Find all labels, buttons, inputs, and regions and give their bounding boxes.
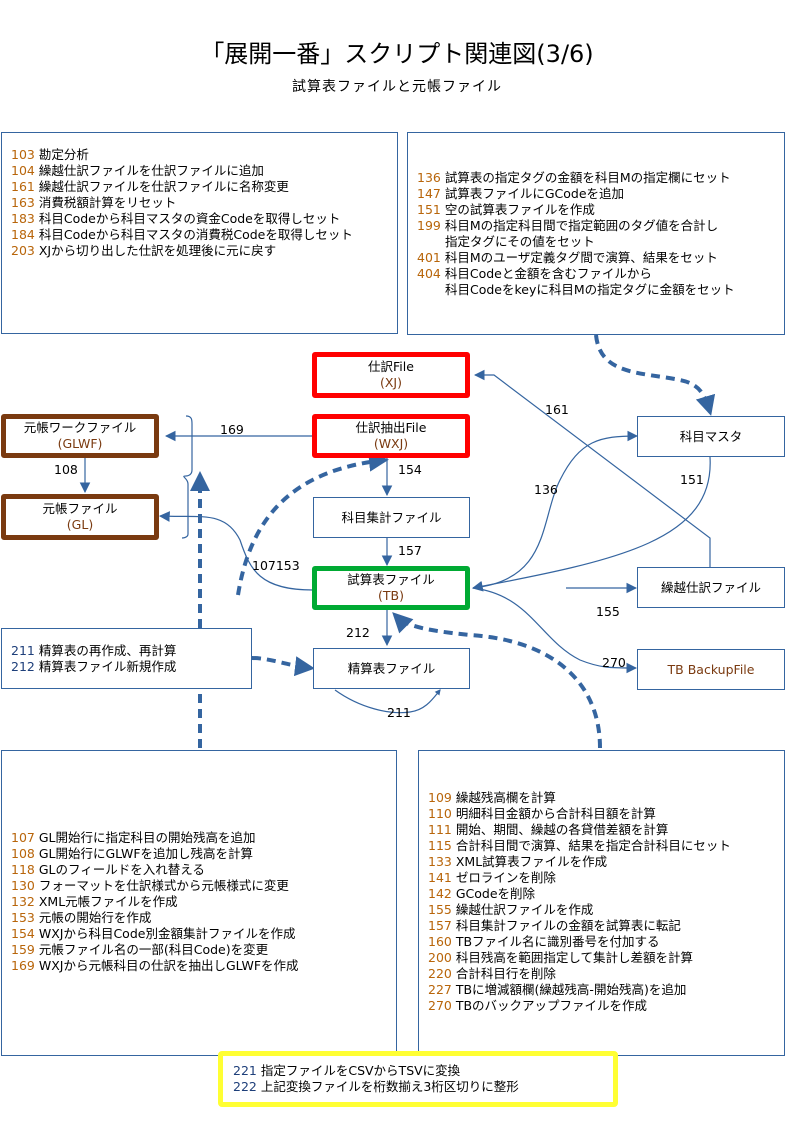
edge-label-108: 108 [54,462,78,477]
node-glwf[interactable]: 元帳ワークファイル (GLWF) [1,414,159,458]
edge-label-169: 169 [220,422,244,437]
list-item: 184 科目Codeから科目マスタの消費税Codeを取得しセット [11,227,353,242]
dashed-edge-seisan [251,656,315,677]
list-item: 212 精算表ファイル新規作成 [11,659,177,674]
list-item: 159 元帳ファイル名の一部(科目Code)を変更 [11,942,269,957]
node-wxj-code: (WXJ) [373,436,409,451]
edge-136 [472,430,639,589]
list-item: 147 試算表ファイルにGCodeを追加 [417,186,625,201]
list-item: 132 XML元帳ファイルを作成 [11,894,178,909]
dashed-edge-master [594,334,716,416]
node-gl-name: 元帳ファイル [42,501,118,516]
node-tb-name: 試算表ファイル [347,572,435,587]
dashed-edge-tb [392,612,602,749]
edge-label-154: 154 [398,462,422,477]
list-item: 169 WXJから元帳科目の仕訳を抽出しGLWFを作成 [11,958,299,973]
list-item: 133 XML試算表ファイルを作成 [428,854,608,869]
node-tb[interactable]: 試算表ファイル (TB) [312,566,470,610]
node-wxj-name: 仕訳抽出File [355,420,427,435]
list-item: 107 GL開始行に指定科目の開始残高を追加 [11,830,256,845]
list-item: 109 繰越残高欄を計算 [428,790,556,805]
edge-151 [471,456,711,592]
list-item: 151 空の試算表ファイルを作成 [417,202,595,217]
list-item: 183 科目Codeから科目マスタの資金Codeを取得しセット [11,211,341,226]
list-item: 401 科目Mのユーザ定義タグ間で演算、結果をセット [417,250,718,265]
node-tb-code: (TB) [378,588,404,603]
list-item: 115 合計科目間で演算、結果を指定合計科目にセット [428,838,731,853]
panel-top-right: 136 試算表の指定タグの金額を科目Mの指定欄にセット 147 試算表ファイルに… [407,132,785,335]
list-item: 161 繰越仕訳ファイルを仕訳ファイルに名称変更 [11,179,289,194]
list-item: 指定タグにその値をセット [445,234,595,249]
list-item: 155 繰越仕訳ファイルを作成 [428,902,594,917]
list-item: 199 科目Mの指定科目間で指定範囲のタグ値を合計し [417,218,719,233]
edge-211 [334,689,441,714]
list-item: 154 WXJから科目Code別金額集計ファイルを作成 [11,926,296,941]
list-item: 130 フォーマットを仕訳様式から元帳様式に変更 [11,878,289,893]
list-item: 227 TBに増減額欄(繰越残高-開始残高)を追加 [428,982,687,997]
list-item: 222 上記変換ファイルを桁数揃え3桁区切りに整形 [233,1079,519,1094]
list-item: 153 元帳の開始行を作成 [11,910,152,925]
list-item: 163 消費税額計算をリセット [11,195,177,210]
edge-label-161: 161 [545,402,569,417]
list-item: 221 指定ファイルをCSVからTSVに変換 [233,1063,461,1078]
edge-label-151: 151 [680,472,704,487]
list-item: 118 GLのフィールドを入れ替える [11,862,205,877]
list-item: 404 科目Codeと金額を含むファイルから [417,266,652,281]
node-gl-code: (GL) [66,517,94,532]
node-kamoku-shukei[interactable]: 科目集計ファイル [313,497,470,538]
panel-bottom-left: 107 GL開始行に指定科目の開始残高を追加 108 GL開始行にGLWFを追加… [1,750,397,1056]
list-item: 110 明細科目金額から合計科目額を計算 [428,806,656,821]
node-kamoku-shukei-name: 科目集計ファイル [341,509,442,525]
list-item: 111 開始、期間、繰越の各貸借差額を計算 [428,822,669,837]
node-tb-backup[interactable]: TB BackupFile [637,649,785,690]
list-item: 142 GCodeを削除 [428,886,536,901]
edge-label-157: 157 [398,543,422,558]
node-glwf-name: 元帳ワークファイル [23,420,137,435]
node-kamoku-master[interactable]: 科目マスタ [637,416,785,457]
panel-middle-left: 211 精算表の再作成、再計算 212 精算表ファイル新規作成 [1,628,252,689]
panel-bottom-center: 221 指定ファイルをCSVからTSVに変換 222 上記変換ファイルを桁数揃え… [218,1051,618,1107]
node-xj-code: (XJ) [379,375,402,390]
node-xj-name: 仕訳File [368,359,414,374]
page-subtitle: 試算表ファイルと元帳ファイル [292,79,502,95]
edge-161 [473,369,711,567]
list-item: 157 科目集計ファイルの金額を試算表に転記 [428,918,681,933]
node-xj[interactable]: 仕訳File (XJ) [312,352,470,398]
edge-label-270: 270 [602,655,626,670]
list-item: 科目Codeをkeyに科目Mの指定タグに金額をセット [445,282,735,297]
list-item: 108 GL開始行にGLWFを追加し残高を計算 [11,846,254,861]
panel-bottom-right: 109 繰越残高欄を計算 110 明細科目金額から合計科目額を計算 111 開始… [418,750,785,1056]
node-kamoku-master-name: 科目マスタ [679,428,743,444]
page-title: 「展開一番」スクリプト関連図(3/6) [200,40,594,68]
edge-label-155: 155 [596,604,620,619]
list-item: 270 TBのバックアップファイルを作成 [428,998,648,1013]
edge-label-211: 211 [387,705,411,720]
edge-label-107153: 107153 [252,558,300,573]
list-item: 211 精算表の再作成、再計算 [11,643,177,658]
list-item: 104 繰越仕訳ファイルを仕訳ファイルに追加 [11,163,264,178]
node-kurikoshi[interactable]: 繰越仕訳ファイル [637,567,785,608]
list-item: 200 科目残高を範囲指定して集計し差額を計算 [428,950,693,965]
node-tb-backup-name: TB BackupFile [667,661,755,677]
list-item: 160 TBファイル名に識別番号を付加する [428,934,660,949]
bracket [181,415,193,539]
edge-107153 [158,511,314,591]
node-seisan-name: 精算表ファイル [347,660,436,676]
list-item: 136 試算表の指定タグの金額を科目Mの指定欄にセット [417,170,731,185]
edge-label-212: 212 [346,625,370,640]
node-kurikoshi-name: 繰越仕訳ファイル [660,579,761,595]
list-item: 203 XJから切り出した仕訳を処理後に元に戻す [11,243,277,258]
node-seisan[interactable]: 精算表ファイル [313,648,470,689]
dashed-edge-wxj [236,451,389,596]
list-item: 220 合計科目行を削除 [428,966,556,981]
edge-270 [472,587,638,674]
node-wxj[interactable]: 仕訳抽出File (WXJ) [312,414,470,458]
list-item: 103 勘定分析 [11,147,89,162]
list-item: 141 ゼロラインを削除 [428,870,556,885]
panel-top-left: 103 勘定分析 104 繰越仕訳ファイルを仕訳ファイルに追加 161 繰越仕訳… [1,132,398,334]
node-glwf-code: (GLWF) [57,436,103,451]
edge-label-136: 136 [534,482,558,497]
node-gl[interactable]: 元帳ファイル (GL) [1,494,159,540]
